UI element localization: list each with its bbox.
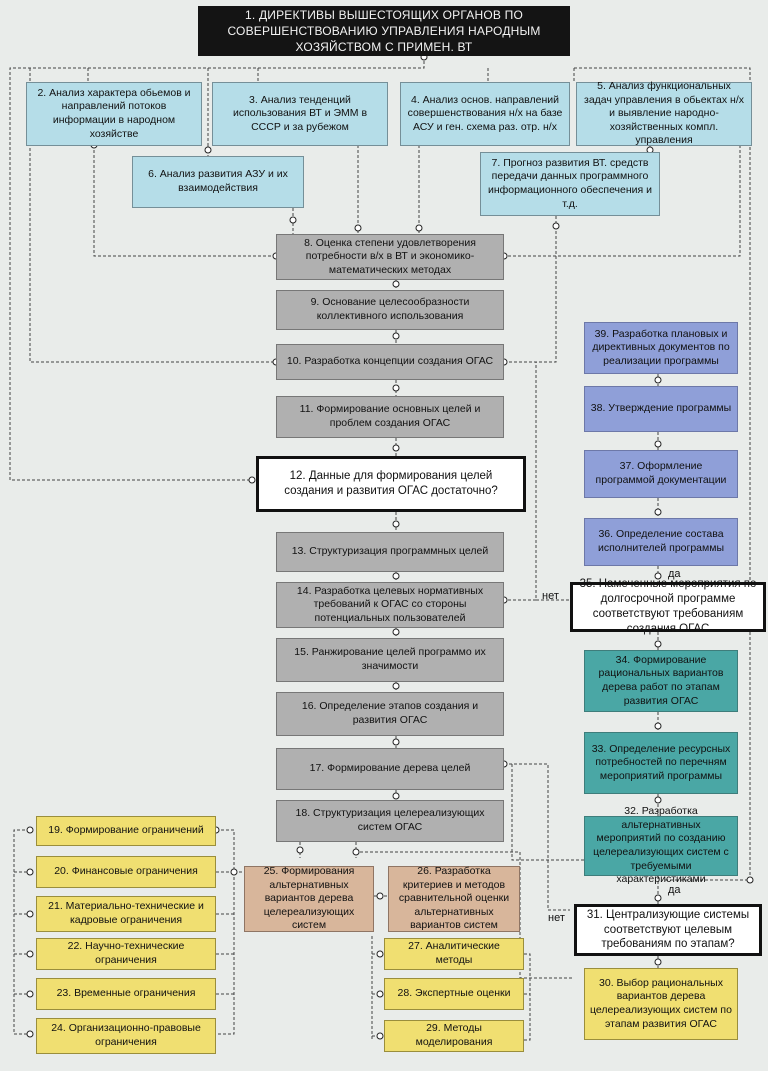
node-2: 2. Анализ характера обьемов и направлени… [26,82,202,146]
node-9: 9. Основание целесообразности коллективн… [276,290,504,330]
node-17: 17. Формирование дерева целей [276,748,504,790]
label-no-35: нет [542,590,559,602]
node-29: 29. Методы моделирования [384,1020,524,1052]
node-26: 26. Разработка критериев и методов сравн… [388,865,520,932]
node-6: 6. Анализ развития АЗУ и их взаимодейств… [132,156,304,208]
node-7: 7. Прогноз развития ВТ. средств передачи… [480,152,660,216]
node-39: 39. Разработка плановых и директивных до… [584,322,738,374]
node-14: 14. Разработка целевых нормативных требо… [276,582,504,628]
node-3: 3. Анализ тенденций использования ВТ и Э… [212,82,388,146]
node-34: 34. Формирование рациональных вариантов … [584,650,738,712]
label-yes-31: да [668,884,681,896]
label-yes-35: да [668,568,681,580]
node-22: 22. Научно-технические ограничения [36,938,216,970]
node-37: 37. Оформление программой документации [584,450,738,498]
node-13: 13. Структуризация программных целей [276,532,504,572]
node-25: 25. Формирования альтернативных варианто… [244,865,374,932]
node-32: 32. Разработка альтернативных мероприяти… [584,805,738,885]
node-4: 4. Анализ основ. направлений совершенств… [400,82,570,146]
node-28: 28. Экспертные оценки [384,978,524,1010]
node-33: 33. Определение ресурсных потребностей п… [584,732,738,794]
node-38: 38. Утверждение программы [584,386,738,432]
node-21: 21. Материально-технические и кадровые о… [36,896,216,932]
node-18: 18. Структуризация целереализующих систе… [276,800,504,842]
node-16: 16. Определение этапов создания и развит… [276,692,504,736]
label-no-31: нет [548,912,565,924]
node-8: 8. Оценка степени удовлетворения потребн… [276,234,504,280]
node-11: 11. Формирование основных целей и пробле… [276,396,504,438]
node-15: 15. Ранжирование целей программо их знач… [276,638,504,682]
node-36: 36. Определение состава исполнителей про… [584,518,738,566]
node-1: 1. ДИРЕКТИВЫ ВЫШЕСТОЯЩИХ ОРГАНОВ ПО СОВЕ… [198,6,570,56]
node-24: 24. Организационно-правовые ограничения [36,1018,216,1054]
node-27: 27. Аналитические методы [384,938,524,970]
node-20: 20. Финансовые ограничения [36,856,216,888]
node-23: 23. Временные ограничения [36,978,216,1010]
node-31-decision: 31. Централизующие системы соответствуют… [574,904,762,956]
node-5: 5. Анализ функциональных задач управлени… [576,80,752,146]
node-35-decision: 35. Намеченные мероприятия по долгосрочн… [570,578,766,635]
node-10: 10. Разработка концепции создания ОГАС [276,344,504,380]
node-30: 30. Выбор рациональных вариантов дерева … [584,968,738,1040]
node-12-decision: 12. Данные для формирования целей создан… [256,456,526,512]
node-19: 19. Формирование ограничений [36,816,216,846]
